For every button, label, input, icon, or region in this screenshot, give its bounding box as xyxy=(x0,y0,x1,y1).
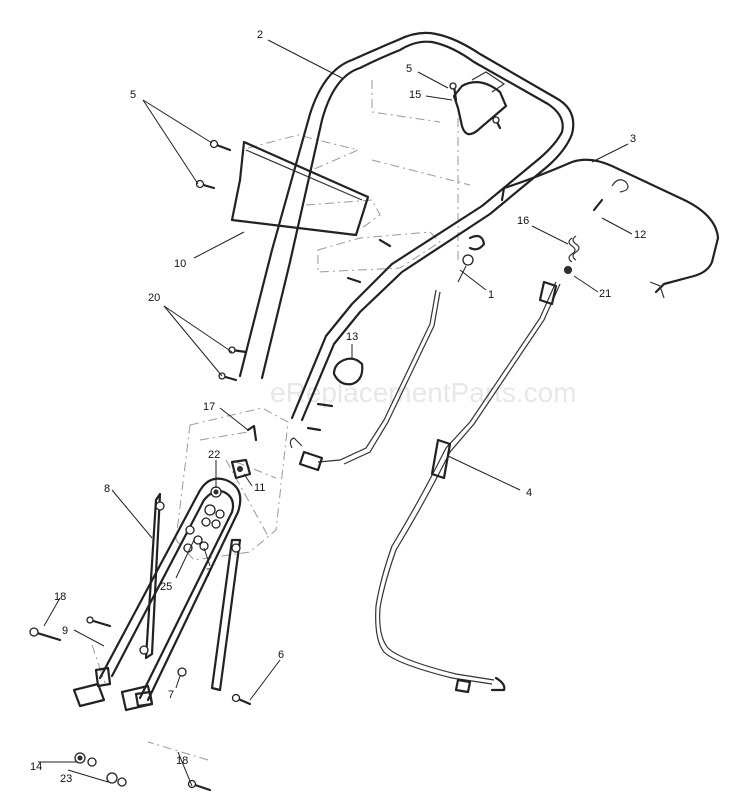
lower-bolts xyxy=(29,616,252,792)
watermark: eReplacementParts.com xyxy=(270,377,577,408)
callout-22: 22 xyxy=(208,449,220,461)
callout-14: 14 xyxy=(30,761,42,773)
callout-12: 12 xyxy=(634,229,646,241)
callout-21: 21 xyxy=(599,288,611,300)
callout-4: 4 xyxy=(526,487,532,499)
control-panel[interactable] xyxy=(230,140,370,237)
callout-7: 7 xyxy=(206,567,212,579)
callout-10: 10 xyxy=(174,258,186,270)
callout-3: 3 xyxy=(630,133,636,145)
callout-7: 7 xyxy=(168,689,174,701)
callout-5: 5 xyxy=(406,63,412,75)
callout-15: 15 xyxy=(409,89,421,101)
control-cable[interactable] xyxy=(375,280,561,694)
upper-handle[interactable] xyxy=(238,31,575,422)
ghost-outlines xyxy=(91,80,471,761)
callout-17: 17 xyxy=(203,401,215,413)
callout-1: 1 xyxy=(488,289,494,301)
handle-clip[interactable] xyxy=(332,357,364,386)
callout-6: 6 xyxy=(278,649,284,661)
cable-end[interactable] xyxy=(457,234,486,283)
spring[interactable] xyxy=(568,235,580,263)
callout-9: 9 xyxy=(62,625,68,637)
lower-handle[interactable] xyxy=(94,477,242,708)
bracket[interactable] xyxy=(452,71,508,136)
callout-23: 23 xyxy=(60,773,72,785)
callout-13: 13 xyxy=(346,331,358,343)
brake-cable[interactable] xyxy=(289,289,441,472)
callout-18: 18 xyxy=(176,755,188,767)
callout-2: 2 xyxy=(257,29,263,41)
clamp-plates[interactable] xyxy=(72,682,154,712)
bail-rod[interactable] xyxy=(500,158,720,299)
callout-8: 8 xyxy=(104,483,110,495)
callout-11: 11 xyxy=(254,482,265,494)
callout-labels: 2 5 15 5 3 16 12 10 1 21 20 13 17 22 11 … xyxy=(30,29,646,785)
mount-bracket[interactable] xyxy=(230,424,258,480)
leader-lines xyxy=(38,39,633,787)
callout-16: 16 xyxy=(517,215,529,227)
callout-25: 25 xyxy=(160,581,172,593)
callout-18: 18 xyxy=(54,591,66,603)
callout-5: 5 xyxy=(130,89,136,101)
callout-20: 20 xyxy=(148,292,160,304)
